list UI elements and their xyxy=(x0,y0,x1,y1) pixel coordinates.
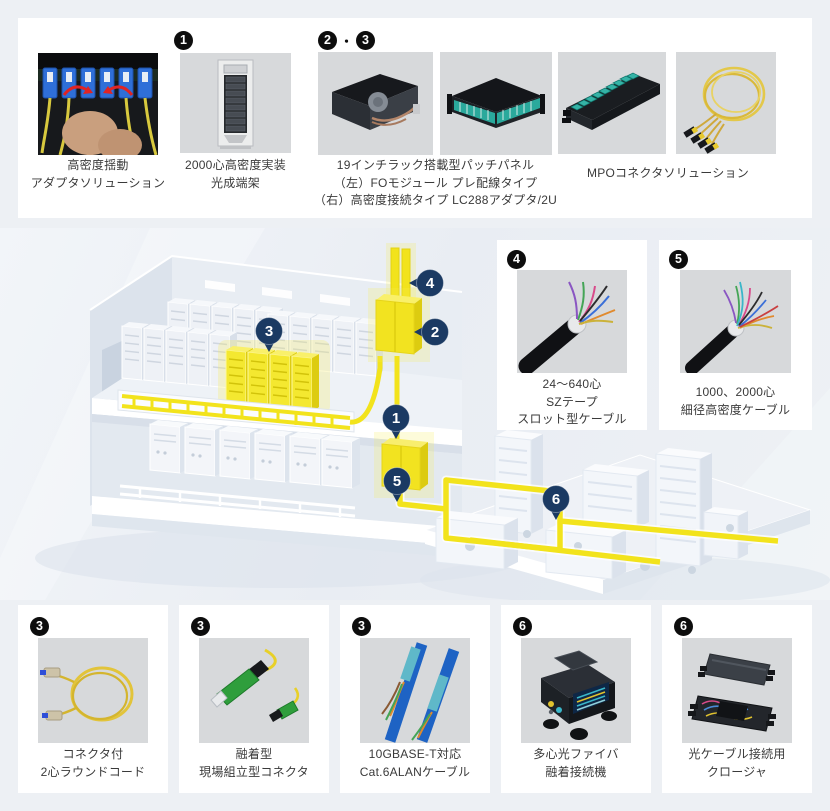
network-diagram: 1 2 3 4 5 6 xyxy=(0,228,830,600)
upper-cable-tray xyxy=(117,356,383,433)
item-number-badge-3: 3 xyxy=(356,31,376,50)
photo-high-density-adapter xyxy=(38,53,158,155)
diagram-pin-1: 1 xyxy=(382,404,410,439)
caption-round-cord: コネクタ付 2心ラウンドコード xyxy=(18,746,168,781)
top-product-strip: 高密度揺動 アダプタソリューション 1 2000心高密度実装 光成端架 2 ・ … xyxy=(18,18,812,218)
caption-line: 光成端架 xyxy=(211,175,260,190)
patch-panel-illustration xyxy=(440,52,552,155)
caption-line: 24〜640心 xyxy=(542,377,602,391)
bottom-card-round-cord: 3 コネクタ付 2心ラウンドコード xyxy=(18,605,168,793)
caption-closure: 光ケーブル接続用 クロージャ xyxy=(662,746,812,781)
bottom-card-field-connector: 3 融着型 現場組立型コネクタ xyxy=(179,605,329,793)
diagram-pin-5: 5 xyxy=(383,467,411,502)
caption-line: （左）FOモジュール プレ配線タイプ xyxy=(333,175,538,190)
caption-line: 融着接続機 xyxy=(545,764,607,779)
item-number-badge-2: 2 xyxy=(318,31,337,50)
pin-label: 5 xyxy=(393,473,401,490)
caption-field-connector: 融着型 現場組立型コネクタ xyxy=(179,746,329,781)
item-number-badge-3b: 3 xyxy=(30,617,49,636)
caption-high-density-adapter: 高密度揺動 アダプタソリューション xyxy=(18,157,178,192)
high-density-adapter-illustration xyxy=(38,53,158,155)
caption-sz-cable: 24〜640心 SZテープ スロット型ケーブル xyxy=(497,376,647,429)
bottom-card-fusion-splicer: 6 多心光ファイバ 融着接続機 xyxy=(501,605,651,793)
round-cord-illustration xyxy=(38,638,148,743)
caption-line: Cat.6ALANケーブル xyxy=(359,764,471,779)
diagram-pin-6: 6 xyxy=(542,485,570,520)
item-number-badge-5: 5 xyxy=(669,250,688,269)
fo-module-illustration xyxy=(318,52,433,155)
mpo-chassis-illustration xyxy=(558,52,666,154)
caption-line: 19インチラック搭載型パッチパネル xyxy=(336,158,535,172)
diagram-pin-2: 2 xyxy=(414,318,449,346)
caption-fusion-splicer: 多心光ファイバ 融着接続機 xyxy=(501,746,651,781)
base-cable-tray xyxy=(119,484,356,518)
photo-mpo-harness xyxy=(676,52,776,154)
diagram-pin-4: 4 xyxy=(409,269,444,297)
fusion-splicer-illustration xyxy=(521,638,631,743)
item-number-badge-4: 4 xyxy=(507,250,526,269)
side-card-dense-cable: 5 1000、2000心 細径高密度ケーブル xyxy=(659,240,812,430)
caption-line: SZテープ xyxy=(546,394,598,409)
caption-line: クロージャ xyxy=(706,764,768,779)
diagram-pin-3: 3 xyxy=(255,317,283,352)
photo-patch-panel xyxy=(440,52,552,155)
dense-cable-illustration xyxy=(680,270,791,373)
caption-line: （右）高密度接続タイプ LC288アダプタ/2U xyxy=(313,193,558,207)
pin-label: 4 xyxy=(426,275,435,292)
caption-line: 細径高密度ケーブル xyxy=(680,402,791,417)
photo-mpo-chassis xyxy=(558,52,666,154)
photo-fiber-frame xyxy=(180,53,291,153)
mpo-harness-illustration xyxy=(676,52,776,154)
photo-fusion-splicer xyxy=(521,638,631,743)
bottom-card-closure: 6 光ケーブル接続用 クロージャ xyxy=(662,605,812,793)
caption-line: MPOコネクタソリューション xyxy=(587,166,749,180)
caption-line: 2心ラウンドコード xyxy=(40,764,146,779)
side-card-sz-cable: 4 24〜640心 SZテープ スロット型ケーブル xyxy=(497,240,647,430)
item-number-badge-6b: 6 xyxy=(513,617,532,636)
pin-label: 2 xyxy=(431,324,439,341)
field-connector-illustration xyxy=(199,638,309,743)
caption-line: 10GBASE-T対応 xyxy=(368,747,462,761)
item-number-badges-2-3: 2 ・ 3 xyxy=(318,31,376,50)
caption-lan-cable: 10GBASE-T対応 Cat.6ALANケーブル xyxy=(340,746,490,781)
data-center-building xyxy=(89,243,463,558)
bottom-card-lan-cable: 3 10GBASE-T対応 Cat.6ALANケーブル xyxy=(340,605,490,793)
caption-line: 現場組立型コネクタ xyxy=(199,764,309,779)
photo-round-cord xyxy=(38,638,148,743)
caption-line: 光ケーブル接続用 xyxy=(688,747,786,761)
caption-line: アダプタソリューション xyxy=(30,175,166,190)
fiber-frame-illustration xyxy=(180,53,291,153)
photo-closure xyxy=(682,638,792,743)
item-number-badge-6c: 6 xyxy=(674,617,693,636)
photo-fo-module xyxy=(318,52,433,155)
caption-line: 融着型 xyxy=(235,747,273,761)
lan-cable-illustration xyxy=(360,638,470,743)
caption-mpo-solution: MPOコネクタソリューション xyxy=(538,165,798,183)
caption-line: 多心光ファイバ xyxy=(533,747,619,761)
caption-line: コネクタ付 xyxy=(62,747,124,761)
caption-fiber-frame: 2000心高密度実装 光成端架 xyxy=(168,157,303,192)
photo-sz-cable xyxy=(517,270,627,373)
pin-label: 6 xyxy=(552,491,560,508)
closure-illustration xyxy=(682,638,792,743)
badge-separator: ・ xyxy=(340,34,354,49)
item-number-badge-3d: 3 xyxy=(352,617,371,636)
sz-cable-illustration xyxy=(517,270,627,373)
item-number-badge-3c: 3 xyxy=(191,617,210,636)
caption-patch-panels: 19インチラック搭載型パッチパネル （左）FOモジュール プレ配線タイプ （右）… xyxy=(298,157,573,210)
photo-lan-cable xyxy=(360,638,470,743)
pin-label: 3 xyxy=(265,323,273,340)
riser-duct xyxy=(386,243,416,305)
pin-label: 1 xyxy=(392,410,400,427)
caption-dense-cable: 1000、2000心 細径高密度ケーブル xyxy=(659,384,812,419)
riser-cabinet-upper xyxy=(368,288,430,362)
photo-dense-cable xyxy=(680,270,791,373)
caption-line: 1000、2000心 xyxy=(695,385,776,399)
caption-line: 高密度揺動 xyxy=(67,158,129,172)
caption-line: 2000心高密度実装 xyxy=(184,158,287,172)
photo-field-connector xyxy=(199,638,309,743)
item-number-badge-1: 1 xyxy=(174,31,193,50)
caption-line: スロット型ケーブル xyxy=(517,412,627,426)
